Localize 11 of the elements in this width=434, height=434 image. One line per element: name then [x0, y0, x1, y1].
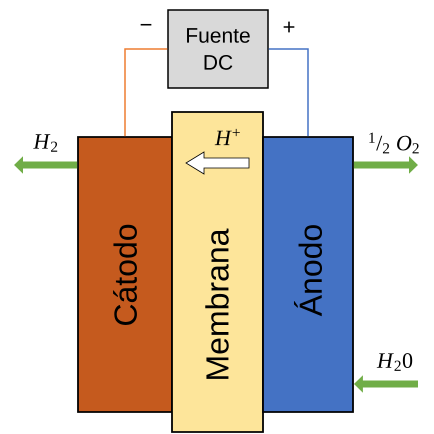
ion-label: H$^{+}$ [214, 128, 240, 146]
cathode-block: Cátodo [77, 136, 173, 413]
anode-block: Ánodo [262, 136, 354, 413]
polarity-sign: − [140, 24, 152, 26]
edge-label: H$_{2}$0 [376, 353, 412, 371]
edge-label: H$_{2}$ [33, 134, 58, 152]
edge-label: $^{1}$/$_{2}$ O$_{2}$ [369, 132, 419, 154]
polarity-sign: + [284, 22, 294, 32]
wire [268, 48, 309, 136]
wire [124, 48, 168, 136]
power-supply-box: Fuente DC [167, 9, 269, 89]
